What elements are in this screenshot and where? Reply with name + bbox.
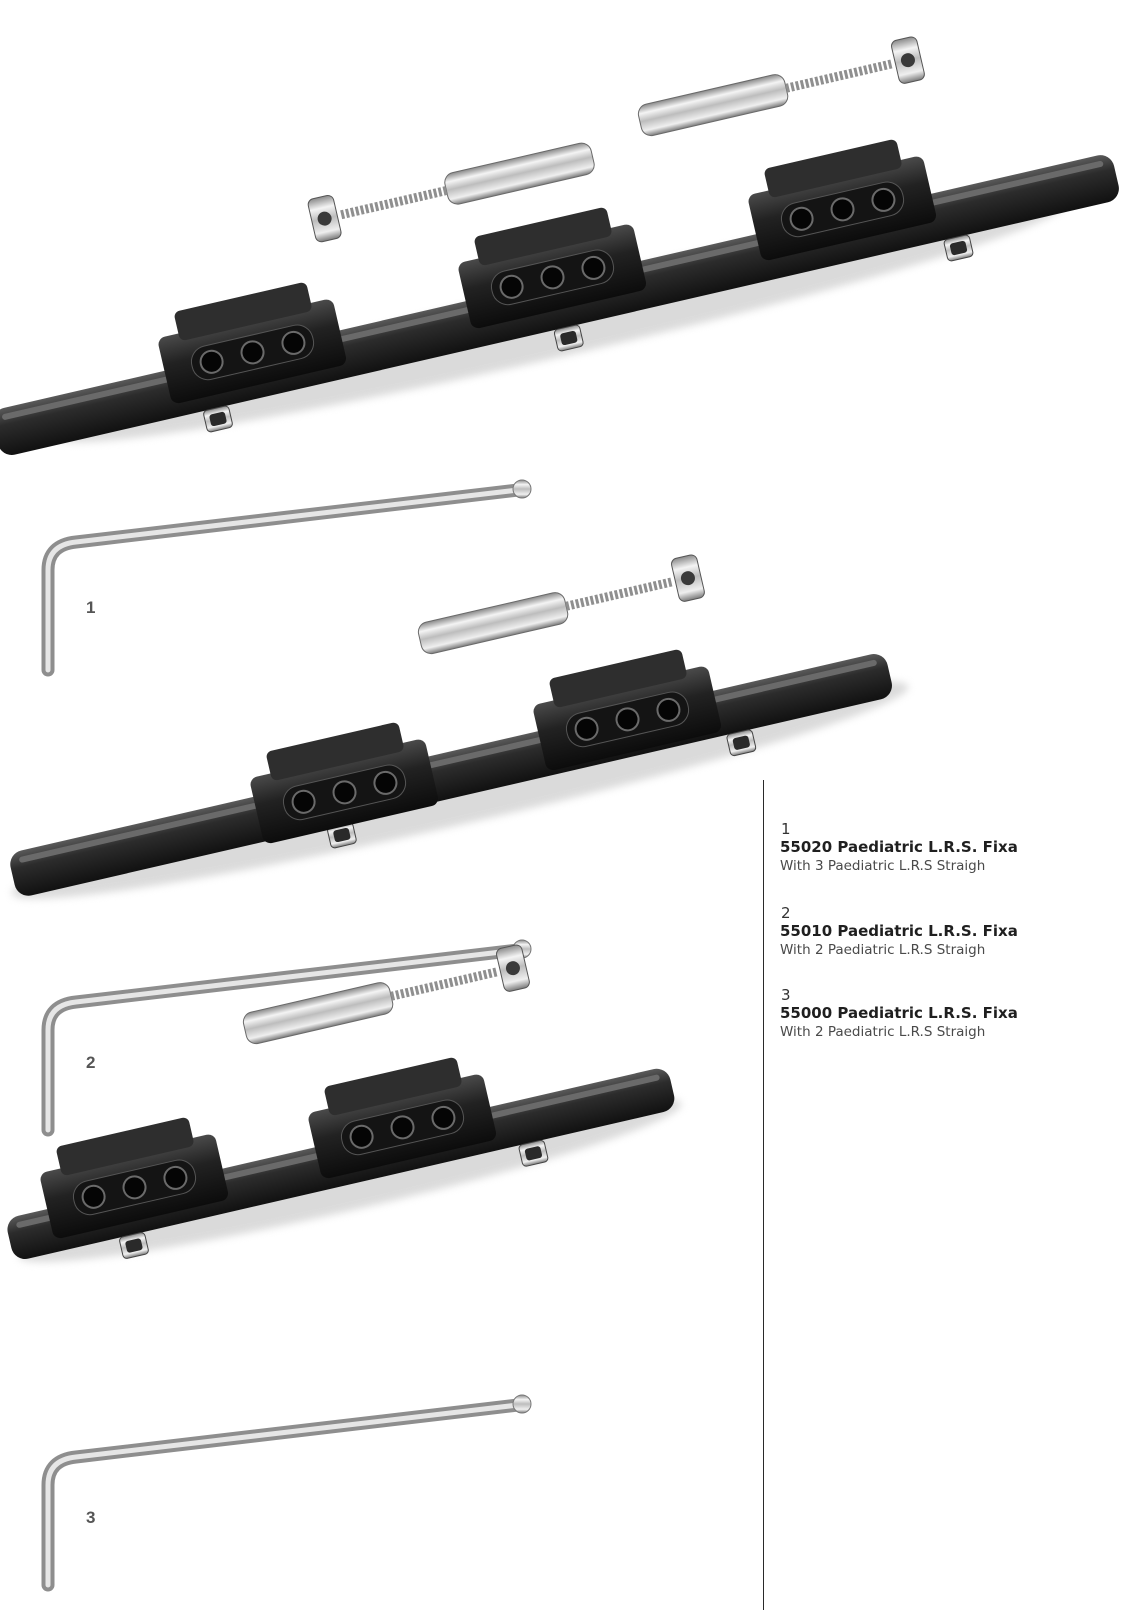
fixator-1-photo bbox=[0, 36, 1119, 670]
figure-number-1: 1 bbox=[86, 598, 96, 617]
figure-number-3: 3 bbox=[86, 1508, 96, 1527]
caption-description: With 2 Paediatric L.R.S Straigh bbox=[780, 1024, 986, 1040]
fixator-2-photo bbox=[10, 554, 909, 1130]
figure-number-2: 2 bbox=[86, 1053, 96, 1072]
caption-number: 2 bbox=[781, 904, 791, 922]
caption-2: 2 55010 Paediatric L.R.S. Fixa With 2 Pa… bbox=[764, 904, 1134, 959]
caption-3: 3 55000 Paediatric L.R.S. Fixa With 2 Pa… bbox=[764, 986, 1134, 1041]
caption-number: 3 bbox=[781, 986, 791, 1004]
caption-panel: 1 55020 Paediatric L.R.S. Fixa With 3 Pa… bbox=[763, 780, 1134, 1610]
caption-title: 55010 Paediatric L.R.S. Fixa bbox=[780, 922, 1018, 940]
caption-title: 55020 Paediatric L.R.S. Fixa bbox=[780, 838, 1018, 856]
caption-1: 1 55020 Paediatric L.R.S. Fixa With 3 Pa… bbox=[764, 820, 1134, 875]
caption-description: With 3 Paediatric L.R.S Straigh bbox=[780, 858, 986, 874]
fixator-3-photo bbox=[7, 944, 682, 1585]
caption-number: 1 bbox=[781, 820, 791, 838]
caption-title: 55000 Paediatric L.R.S. Fixa bbox=[780, 1004, 1018, 1022]
caption-description: With 2 Paediatric L.R.S Straigh bbox=[780, 942, 986, 958]
